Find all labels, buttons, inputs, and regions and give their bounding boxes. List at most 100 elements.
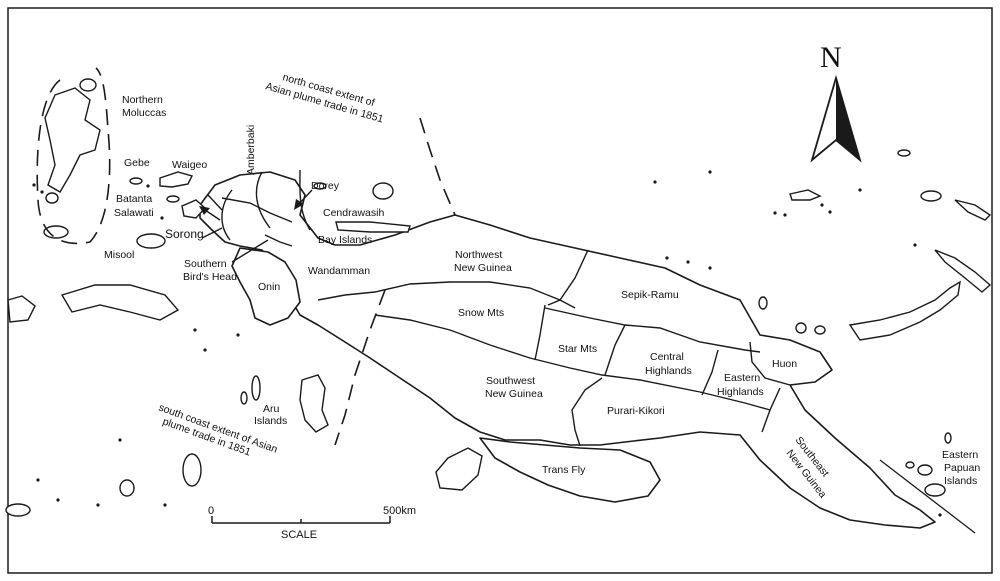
scale-end: 500km <box>383 505 416 517</box>
birds-head-arc <box>255 171 271 229</box>
trans-fly-bulge <box>479 437 661 503</box>
region-divider <box>534 304 546 361</box>
papuan-islet <box>905 461 915 469</box>
label-eastern-highlands-1: Eastern <box>724 372 760 384</box>
sorong-arrowhead <box>199 206 210 215</box>
label-aru-1: Aru <box>263 403 280 415</box>
label-eastern-highlands-2: Highlands <box>717 386 764 398</box>
region-divider <box>317 281 576 309</box>
region-divider <box>547 249 589 306</box>
label-huon: Huon <box>772 358 797 370</box>
gebe-island <box>129 177 143 185</box>
islet <box>814 325 826 335</box>
aru-islet <box>251 375 261 401</box>
eastern-papuan-divider <box>879 459 976 534</box>
halmahera-island <box>44 87 101 193</box>
waigeo-island <box>159 171 194 188</box>
label-star-mts: Star Mts <box>558 343 597 355</box>
region-divider <box>701 349 719 396</box>
label-sorong: Sorong <box>165 227 204 241</box>
south-islet <box>5 503 31 517</box>
papuan-islet <box>917 464 933 476</box>
label-southern-birds-head-2: Bird's Head <box>183 271 237 283</box>
frederik-hendrik-island <box>435 447 483 491</box>
label-purari-kikori: Purari-Kikori <box>607 405 665 417</box>
label-eastern-papuan-3: Islands <box>944 475 977 487</box>
label-trans-fly: Trans Fly <box>542 464 586 476</box>
label-cendrawasih: Cendrawasih <box>323 207 384 219</box>
south-trade-extent-line <box>334 289 386 446</box>
new-britain-island <box>848 280 961 341</box>
label-amberbaki: Amberbaki <box>245 125 257 175</box>
salawati-island <box>181 199 206 219</box>
label-waigeo: Waigeo <box>172 159 207 171</box>
label-bay-islands: Bay Islands <box>318 234 372 246</box>
label-sepik-ramu: Sepik-Ramu <box>621 289 679 301</box>
label-aru-2: Islands <box>254 415 287 427</box>
label-batanta: Batanta <box>116 193 152 205</box>
label-eastern-papuan-2: Papuan <box>944 462 980 474</box>
region-divider <box>604 324 626 376</box>
south-islet <box>119 479 135 497</box>
aru-islet <box>240 391 248 405</box>
label-southern-birds-head-1: Southern <box>184 258 227 270</box>
papuan-islet <box>944 432 952 444</box>
north-letter: N <box>820 41 842 74</box>
scale-start: 0 <box>208 505 214 517</box>
birds-head-arc <box>221 189 233 241</box>
label-salawati: Salawati <box>114 207 154 219</box>
new-ireland-island <box>934 249 992 293</box>
manus-island <box>789 189 822 201</box>
north-trade-extent-line <box>419 117 456 216</box>
label-snow-mts: Snow Mts <box>458 307 504 319</box>
yapen-island <box>335 221 411 233</box>
label-dorey: Dorey <box>311 180 340 192</box>
bougainville-island <box>954 199 992 221</box>
region-divider <box>749 341 791 386</box>
southern-birds-head-leader <box>231 239 269 263</box>
birds-head-line <box>201 227 223 239</box>
label-northwest-ng-2: New Guinea <box>454 262 512 274</box>
scattered-islets <box>32 170 942 517</box>
north-islet <box>920 190 942 202</box>
tanimbar-island <box>182 453 202 487</box>
aru-islands <box>299 374 329 433</box>
scale-bar: 0 500km SCALE <box>208 505 416 541</box>
buru-island <box>7 295 36 323</box>
region-divider <box>544 307 761 353</box>
label-central-highlands-2: Highlands <box>645 365 692 377</box>
label-misool: Misool <box>104 249 134 261</box>
papuan-islet <box>924 483 946 497</box>
ceram-island <box>60 284 180 321</box>
region-divider <box>761 387 781 433</box>
birds-head-line <box>221 197 293 223</box>
bay-island <box>372 182 394 200</box>
label-onin: Onin <box>258 281 280 293</box>
scale-label: SCALE <box>281 529 317 541</box>
label-central-highlands-1: Central <box>650 351 684 363</box>
sorong-arrow <box>204 209 221 221</box>
north-arrow: N <box>810 41 862 163</box>
moluccas-islet <box>45 192 59 204</box>
birds-head-line <box>207 194 223 211</box>
moluccas-islet <box>43 225 69 239</box>
region-divider <box>374 314 771 411</box>
label-wandamman: Wandamman <box>308 265 370 277</box>
region-divider <box>571 377 603 447</box>
misool-island <box>136 233 166 249</box>
label-northwest-ng-1: Northwest <box>455 249 502 261</box>
label-northern-moluccas-2: Moluccas <box>122 107 166 119</box>
moluccas-boundary <box>36 67 111 245</box>
label-southwest-ng-2: New Guinea <box>485 388 543 400</box>
islet <box>795 322 807 334</box>
birds-head-line-2 <box>264 234 293 247</box>
label-northern-moluccas-1: Northern <box>122 94 163 106</box>
dorey-arrowhead <box>294 199 304 210</box>
label-southwest-ng-1: Southwest <box>486 375 535 387</box>
batanta-island <box>166 195 180 203</box>
birds-head-arc <box>299 169 311 231</box>
map-border <box>7 7 993 574</box>
label-eastern-papuan-1: Eastern <box>942 449 978 461</box>
